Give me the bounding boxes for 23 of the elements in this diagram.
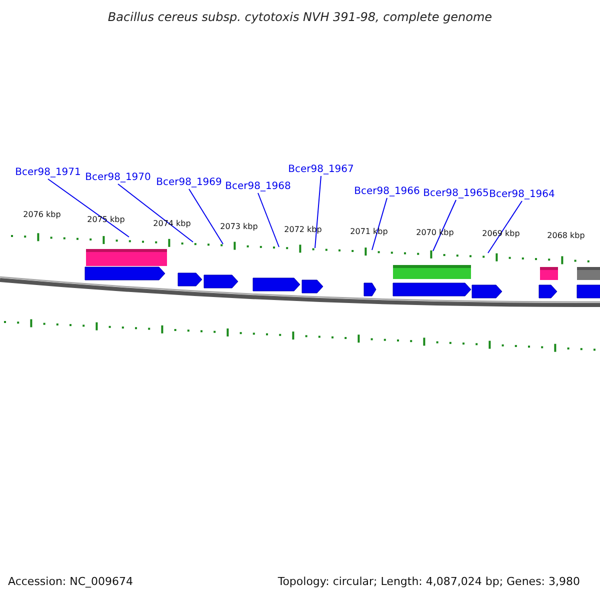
leader-line (188, 188, 224, 244)
leader-line (118, 184, 194, 242)
leader-line (48, 178, 130, 238)
title: Bacillus cereus subsp. cytotoxis NVH 391-98, complete genome (106, 10, 494, 24)
leader-line (432, 200, 456, 252)
gene-label: Bcer98_1969 (156, 177, 222, 189)
footer-text: Topology: circular; Length: 4,087,024 bp; Genes: 3,980 (278, 575, 580, 588)
leader-line (488, 200, 522, 254)
gene-label: Bcer98_1968 (225, 181, 291, 193)
gene-label: Bcer98_1967 (288, 164, 354, 176)
scale-label: 2076 kbp (23, 210, 61, 219)
footer-text: Accession: NC_009674 (8, 575, 134, 588)
gene-label: Bcer98_1966 (354, 186, 420, 198)
leader-line (314, 176, 322, 248)
leader-line (372, 198, 388, 250)
gene-label: Bcer98_1964 (489, 189, 555, 201)
leader-line (258, 192, 280, 248)
gene-label: Bcer98_1970 (85, 172, 151, 184)
scale-label: 2068 kbp (547, 231, 585, 240)
gene-label: Bcer98_1965 (423, 188, 489, 200)
scale-label: 2075 kbp (87, 215, 125, 224)
gene-label: Bcer98_1971 (15, 167, 81, 179)
scale-label: 2073 kbp (220, 222, 258, 231)
